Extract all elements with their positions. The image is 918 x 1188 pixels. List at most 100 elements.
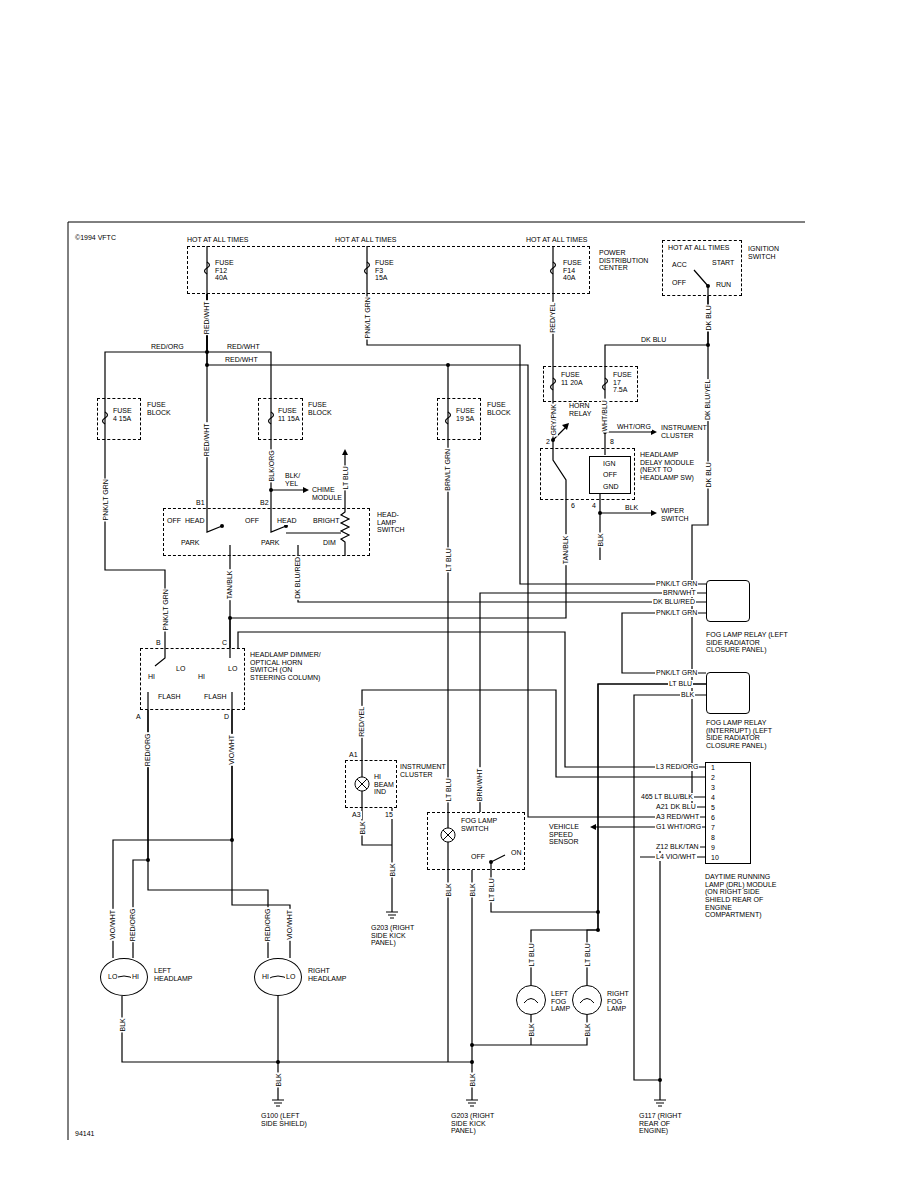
callout-label: WHT/ORG [616,423,652,431]
wire-label: GRY/PNK [549,403,557,436]
component-label: HOT AT ALL TIMES [525,236,588,244]
wire-label: BLK [118,1017,126,1032]
component-label: B1 [195,499,206,507]
wire [367,294,706,584]
wire-label: LT BLU [444,777,452,802]
wire-label: TAN/BLK [562,535,570,566]
power-distribution-center: HOT AT ALL TIMESFUSE F12 40AHOT AT ALL T… [187,246,590,294]
component-label: FOG LAMP RELAY (INTERRUPT) (LEFT SIDE RA… [705,719,791,750]
component-label: 6 [710,814,716,822]
wire [105,440,165,648]
component-label: FUSE 17 7.5A [612,371,636,394]
component-label: IGN [602,460,616,468]
callout-label: DK BLU [640,336,667,344]
callout-label: G100 (LEFT SIDE SHIELD) [260,1112,308,1127]
fuse-block: FUSE 11 15AFUSE BLOCK [258,398,303,440]
callout-label: RED/ORG [150,343,185,351]
component-label: HI [131,973,140,981]
component-label: HOT AT ALL TIMES [186,236,249,244]
component-label: A3 [351,811,362,819]
callout-label: HORN RELAY [568,402,594,417]
component-label: FUSE BLOCK [146,401,176,416]
wire [531,684,706,985]
callout-label: BLK [624,504,639,512]
wire [605,296,708,366]
fog-lamp: LEFT FOG LAMP [516,985,546,1015]
component-label: 9 [710,844,716,852]
component-label: FLASH [157,693,182,701]
callout-label: 4 [591,502,597,510]
drl-module: 12345678910DAYTIME RUNNING LAMP (DRL) MO… [705,762,751,864]
wire [207,294,271,398]
component-label: START [711,259,735,267]
component-label: FUSE 4 15A [112,407,136,422]
component-label: 8 [710,834,716,842]
component-label: A1 [348,751,359,759]
component-label: HI [261,973,270,981]
fog-lamp-relay: FOG LAMP RELAY (LEFT SIDE RADIATOR CLOSU… [706,580,750,622]
wire-label: LT BLU [583,942,591,967]
component-label: 1 [710,764,716,772]
wire-label: BRN/LT GRN [444,448,452,492]
fuse-block: FUSE 19 5AFUSE BLOCK [437,398,481,440]
relay-coil-box: IGNOFFGND [589,456,631,494]
component-label: OFF [470,853,486,861]
callout-label: PNK/LT GRN [655,580,698,588]
callout-label: BLK/ YEL [284,472,304,487]
fuse-block: FUSE 4 15AFUSE BLOCK [97,398,141,440]
component-label: HEAD- LAMP SWITCH [376,511,420,534]
wire-label: BLK [583,1022,591,1037]
wire-label: BLK [388,862,396,877]
callout-label: 94141 [74,1130,95,1138]
component-label: ACC [671,261,688,269]
callout-label: 2 [545,438,551,446]
callout-label: RED/WHT [226,343,261,351]
wire-label: DK BLU/RED [294,556,302,600]
component-label: FUSE F3 15A [374,259,398,282]
wire [480,593,706,812]
wire [148,710,268,958]
component-label: RUN [715,281,732,289]
wire-label: BRN/WHT [476,768,484,803]
component-label: PARK [180,539,201,547]
component-label: HI [197,673,206,681]
callout-label: BRN/WHT [662,589,697,597]
junction-dot [146,284,710,1082]
component-label: HI [147,673,156,681]
component-label: HOT AT ALL TIMES [334,236,397,244]
component-label: A [135,713,142,721]
wire-label: BLK [596,532,604,547]
component-label: FOG LAMP SWITCH [460,817,502,832]
wire [238,632,705,767]
callout-label: Z12 BLK/TAN [655,843,700,851]
callout-label: VEHICLE SPEED SENSOR [548,823,590,846]
component-label: C [221,639,228,647]
component-label: HOT AT ALL TIMES [667,244,730,252]
ignition-switch: HOT AT ALL TIMESIGNITION SWITCHACCSTARTO… [662,240,742,296]
wire-label: VIO/WHT [286,909,294,941]
component-label: PARK [260,539,281,547]
wire-label: LT BLU [487,877,495,902]
component-label: HEAD [184,517,205,525]
callout-label: DK BLU/RED [652,598,696,606]
component-label: GND [602,483,620,491]
component-label: LO [285,973,296,981]
callout-label: 6 [570,502,576,510]
fuse-block: FUSE 11 20AFUSE 17 7.5A [543,366,638,402]
component-label: RIGHT FOG LAMP [606,990,630,1013]
component-label: IGNITION SWITCH [747,245,789,260]
wire [622,613,706,673]
wire-label: VIO/WHT [109,909,117,941]
component-label: LEFT FOG LAMP [550,990,572,1013]
wire-label: LT BLU [341,465,349,490]
component-label: FLASH [203,693,228,701]
component-label: 15 [384,811,394,819]
component-label: RIGHT HEADLAMP [307,967,353,982]
wire-label: DK BLU/YEL [704,379,712,421]
component-label: B [155,639,162,647]
callout-label: L3 RED/ORG [655,763,699,771]
callout-label: A21 DK BLU [655,803,697,811]
wire-label: BLK [444,882,452,897]
